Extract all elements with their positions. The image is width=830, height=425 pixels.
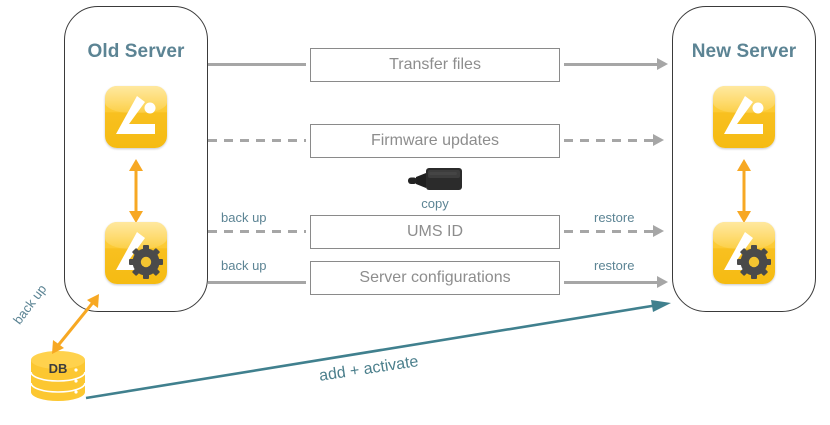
flow-label-server-configurations: Server configurations [359,269,511,286]
flow-label-ums-id: UMS ID [407,223,463,240]
new-server-title: New Server [691,41,797,62]
ums-logo-glyph [724,96,764,134]
ums-id-right-line [564,230,654,233]
flow-box-server-configurations[interactable]: Server configurations [310,261,560,295]
old-server-internal-double-arrow [129,159,143,223]
new-server-ums-console-icon [713,86,775,148]
server-config-restore-label: restore [594,258,635,273]
add-activate-label: add + activate [318,353,420,385]
usb-adapter-icon [408,168,462,190]
ums-id-left-line [208,230,306,233]
firmware-updates-left-line [208,139,306,142]
flow-box-ums-id[interactable]: UMS ID [310,215,560,249]
old-server-title: Old Server [87,41,185,62]
new-server-internal-double-arrow [737,159,751,223]
flow-label-transfer-files: Transfer files [389,56,481,73]
server-config-right-line [564,281,658,284]
ums-logo-gear-glyph [116,232,163,279]
server-config-arrowhead [657,276,668,288]
ums-id-backup-label: back up [221,210,267,225]
database-cylinder-icon [30,351,86,401]
flow-label-firmware-updates: Firmware updates [370,132,500,149]
firmware-updates-arrowhead [653,134,664,146]
new-server-ums-gear-icon [713,222,775,284]
firmware-updates-right-line [564,139,654,142]
old-server-ums-console-icon [105,86,167,148]
usb-copy-label: copy [421,196,449,211]
ums-logo-glyph [116,96,156,134]
server-config-left-line [208,281,306,284]
database-backup-label: back up [10,281,50,328]
flow-box-firmware-updates[interactable]: Firmware updates [310,124,560,158]
flow-box-transfer-files[interactable]: Transfer files [310,48,560,82]
transfer-files-arrowhead [657,58,668,70]
transfer-files-right-line [564,63,658,66]
transfer-files-left-line [208,63,306,66]
add-activate-arrow [85,300,671,400]
old-server-ums-gear-icon [105,222,167,284]
server-config-backup-label: back up [221,258,267,273]
ums-logo-gear-glyph [724,232,771,279]
ums-id-restore-label: restore [594,210,635,225]
ums-id-arrowhead [653,225,664,237]
